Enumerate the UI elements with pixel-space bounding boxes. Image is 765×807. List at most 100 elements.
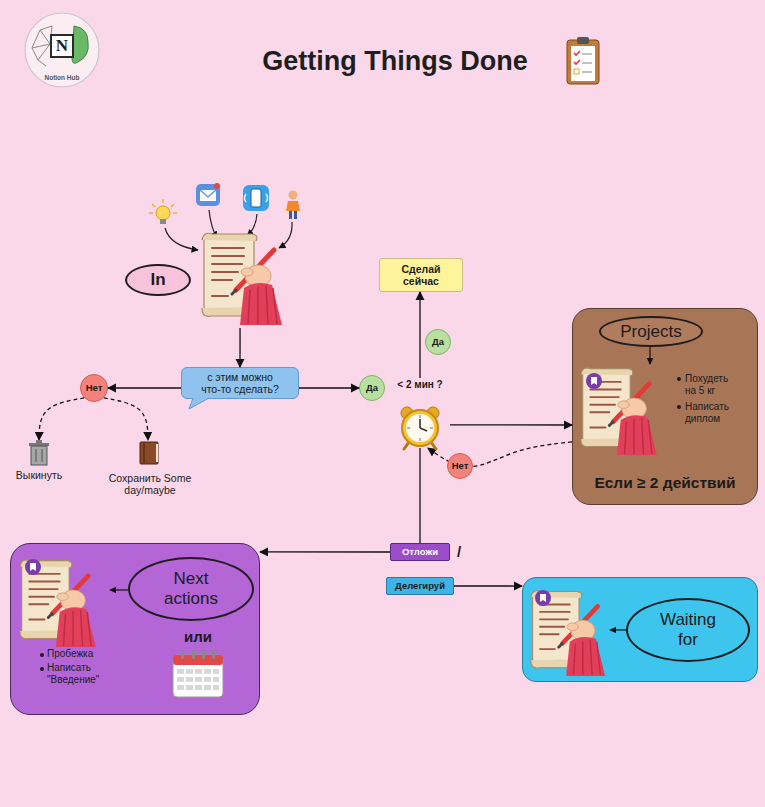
alarm-clock-icon xyxy=(402,410,438,446)
projects-card: Похудеть на 5 кгНаписать дипломЕсли ≥ 2 … xyxy=(572,308,758,505)
question-text: < 2 мин ? xyxy=(390,378,450,392)
alarm-clock-icon xyxy=(420,438,421,441)
flow-arrow xyxy=(104,398,148,440)
flow-arrow xyxy=(108,387,181,388)
trash-icon xyxy=(36,440,42,443)
yes-circle: Да xyxy=(359,375,385,401)
input-sources xyxy=(149,212,153,214)
next-actions-card: илиПробежкаНаписать "Введение" Next actio… xyxy=(10,543,260,715)
no-circle: Нет xyxy=(80,374,108,402)
logo-graphic xyxy=(51,35,73,57)
input-sources xyxy=(214,183,220,189)
flow-arrow xyxy=(39,398,84,440)
trash-icon xyxy=(29,440,49,465)
input-sources xyxy=(200,190,216,197)
flow-arrow xyxy=(299,387,359,388)
input-sources xyxy=(243,185,269,211)
alarm-clock-icon xyxy=(401,407,439,449)
clipboard-icon xyxy=(567,40,599,84)
action-text: Сделай сейчас xyxy=(394,259,448,291)
projects-oval: Projects xyxy=(599,316,703,347)
input-sources xyxy=(149,199,177,213)
alarm-clock-icon xyxy=(420,415,421,418)
card-heading: Projects xyxy=(601,318,701,345)
input-sources xyxy=(286,191,300,220)
input-sources xyxy=(200,190,216,201)
input-sources xyxy=(243,185,269,211)
alarm-clock-icon xyxy=(404,442,436,449)
card-footer: Если ≥ 2 действий xyxy=(573,472,757,494)
delegate-tag: Делегируй xyxy=(386,577,454,595)
action-text: Сохранить Some day/maybe xyxy=(100,470,200,498)
bubble-tail xyxy=(189,398,209,409)
someday-action: Сохранить Some day/maybe xyxy=(100,440,200,498)
no-text: Нет xyxy=(81,375,107,401)
clipboard-icon xyxy=(577,37,589,44)
inbox-scroll xyxy=(202,233,282,325)
input-sources xyxy=(160,219,166,224)
action-text: Выкинуть xyxy=(8,468,70,482)
flow-arrow xyxy=(454,585,522,586)
clipboard-icon xyxy=(574,69,579,74)
bullet-item: Пробежка xyxy=(47,648,137,662)
diagram-title: Getting Things Done xyxy=(240,44,550,80)
alarm-clock-icon xyxy=(404,442,409,449)
do-now-box: Сделай сейчас xyxy=(379,258,463,292)
inbox-node: In xyxy=(120,225,295,328)
clipboard-icon xyxy=(582,71,592,72)
logo-graphic xyxy=(32,26,52,66)
defer-tag: Отложи xyxy=(390,543,450,561)
card-heading: Waiting for xyxy=(658,600,718,660)
alarm-clock-icon xyxy=(419,419,421,428)
alarm-clock-icon xyxy=(420,428,427,431)
trash-icon xyxy=(42,449,43,462)
or-text: или xyxy=(160,627,236,647)
archive-book-icon xyxy=(143,442,145,464)
question-bubble: с этим можно что-то сделать? xyxy=(181,367,299,399)
input-sources xyxy=(289,211,292,219)
two-minute-check: < 2 мин ? xyxy=(390,378,450,448)
question-text: с этим можно что-то сделать? xyxy=(197,368,283,398)
trash-icon xyxy=(36,449,37,462)
clipboard-icon xyxy=(571,46,595,81)
logo-letter: N xyxy=(51,35,73,57)
card-heading: Next actions xyxy=(160,559,222,619)
tag-text: Отложи xyxy=(391,544,449,560)
alarm-clock-icon xyxy=(401,407,413,419)
archive-book-icon xyxy=(140,442,158,464)
trash-action: Выкинуть xyxy=(8,440,70,482)
input-sources xyxy=(289,191,298,200)
input-sources xyxy=(149,183,300,250)
input-sources xyxy=(209,210,217,238)
clipboard-icon xyxy=(574,51,580,64)
tag-text: Делегируй xyxy=(387,578,453,594)
trash-icon xyxy=(31,446,47,465)
clipboard-icon xyxy=(582,53,592,54)
yes-text: Да xyxy=(360,376,384,400)
input-sources xyxy=(251,189,261,207)
clipboard-icon xyxy=(567,37,599,84)
flow-arrow xyxy=(419,292,420,378)
flow-arrow xyxy=(239,328,240,367)
bullet-item: Написать диплом xyxy=(685,401,739,427)
archive-book-icon xyxy=(156,444,158,462)
input-sources xyxy=(165,210,292,250)
input-sources xyxy=(156,206,170,220)
input-sources xyxy=(245,194,268,202)
flow-arrow xyxy=(450,424,572,425)
trash-icon xyxy=(29,443,49,446)
waiting-oval: Waiting for xyxy=(626,598,750,662)
alarm-clock-icon xyxy=(431,442,436,449)
alarm-clock-icon xyxy=(406,414,434,442)
edge-label: Да xyxy=(425,329,451,355)
alarm-clock-icon xyxy=(407,415,433,441)
archive-book-icon xyxy=(140,442,158,464)
bullet-item: Написать "Введение" xyxy=(47,662,119,688)
alarm-clock-icon xyxy=(427,407,439,419)
input-sources xyxy=(294,211,297,219)
input-sources xyxy=(279,222,292,248)
input-sources xyxy=(171,204,174,207)
inbox-oval-label: In xyxy=(125,264,191,296)
input-sources xyxy=(149,199,177,224)
